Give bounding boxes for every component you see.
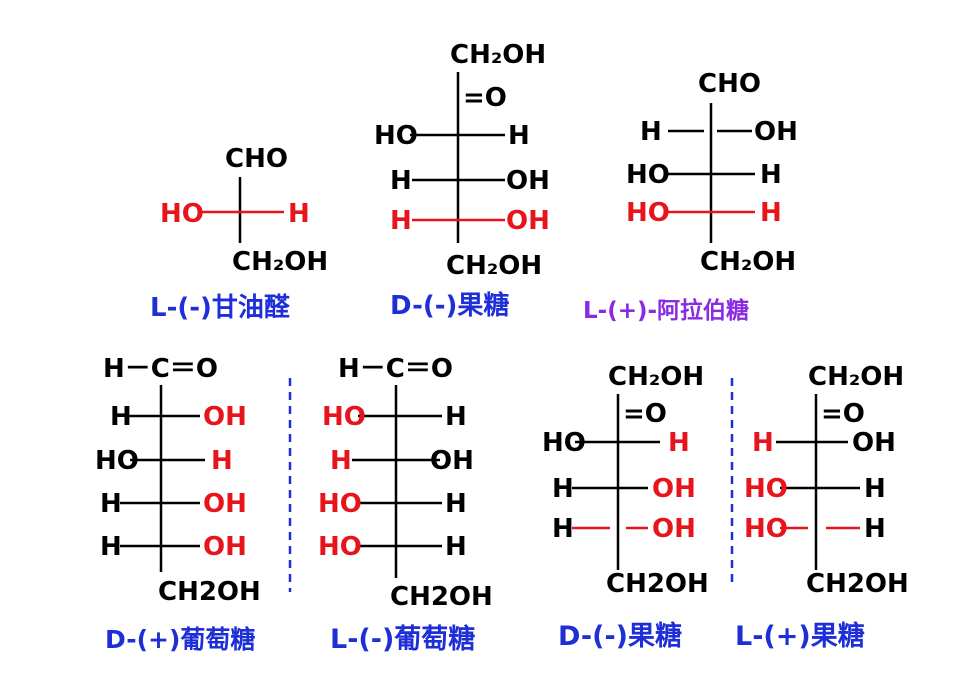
fructose-top-group: CH₂OH (450, 40, 546, 70)
d-glucose-row3-right: OH (203, 489, 247, 519)
l-fructose-keto: =O (821, 399, 865, 429)
d-glucose-row4-left: H (100, 532, 122, 562)
fructose-top-caption: D-(-)果糖 (390, 290, 509, 321)
arabinose-row2-right: H (760, 160, 782, 190)
l-fructose-row2-right: H (864, 474, 886, 504)
l-glucose-row2-left: H (330, 446, 352, 476)
d-fructose-caption: D-(-)果糖 (558, 620, 682, 652)
l-glucose-caption: L-(-)葡萄糖 (330, 623, 475, 655)
glyceraldehyde-structure: CHO HO H CH₂OH L-(-)甘油醛 (150, 144, 328, 323)
arabinose-caption: L-(+)-阿拉伯糖 (583, 297, 749, 324)
l-glucose-structure: H－C＝O HO H H OH HO H HO H CH2OH L-(-)葡萄糖 (318, 354, 493, 655)
d-glucose-row1-right: OH (203, 402, 247, 432)
d-fructose-row2-right: OH (652, 474, 696, 504)
d-fructose-row3-left: H (552, 514, 574, 544)
glyceraldehyde-row-left: HO (160, 199, 204, 229)
d-fructose-top-group: CH₂OH (608, 362, 704, 392)
l-glucose-top-group: H－C＝O (338, 354, 453, 384)
glyceraldehyde-bottom-group: CH₂OH (232, 247, 328, 277)
glyceraldehyde-row-right: H (288, 199, 310, 229)
l-glucose-row1-right: H (445, 402, 467, 432)
d-fructose-row1-left: HO (542, 428, 586, 458)
d-fructose-row1-right: H (668, 428, 690, 458)
arabinose-row1-right: OH (754, 117, 798, 147)
d-fructose-keto: =O (623, 399, 667, 429)
arabinose-row3-right: H (760, 198, 782, 228)
l-fructose-caption: L-(+)果糖 (735, 620, 865, 652)
d-glucose-top-group: H－C＝O (103, 354, 218, 384)
d-glucose-row4-right: OH (203, 532, 247, 562)
d-glucose-row2-right: H (211, 446, 233, 476)
d-fructose-row2-left: H (552, 474, 574, 504)
l-glucose-row1-left: HO (322, 402, 366, 432)
d-glucose-row3-left: H (100, 489, 122, 519)
fructose-keto: =O (463, 83, 507, 113)
fructose-row1-right: H (508, 121, 530, 151)
d-glucose-caption: D-(+)葡萄糖 (105, 625, 255, 654)
fructose-top-structure: CH₂OH =O HO H H OH H OH CH₂OH D-(-)果糖 (374, 40, 550, 321)
d-glucose-row2-left: HO (95, 446, 139, 476)
glyceraldehyde-top-group: CHO (225, 144, 288, 174)
glyceraldehyde-caption: L-(-)甘油醛 (150, 293, 291, 323)
fructose-row3-left: H (390, 206, 412, 236)
l-fructose-row1-right: OH (852, 428, 896, 458)
d-fructose-structure: CH₂OH =O HO H H OH H OH CH2OH D-(-)果糖 (542, 362, 709, 652)
arabinose-top-group: CHO (698, 69, 761, 99)
l-glucose-row4-right: H (445, 532, 467, 562)
l-fructose-bottom-group: CH2OH (806, 569, 909, 599)
l-glucose-bottom-group: CH2OH (390, 582, 493, 612)
l-fructose-top-group: CH₂OH (808, 362, 904, 392)
l-glucose-row4-left: HO (318, 532, 362, 562)
d-glucose-structure: H－C＝O H OH HO H H OH H OH CH2OH D-(+)葡萄糖 (95, 354, 261, 654)
arabinose-row3-left: HO (626, 198, 670, 228)
arabinose-structure: CHO H OH HO H HO H CH₂OH L-(+)-阿拉伯糖 (583, 69, 798, 324)
l-glucose-row3-left: HO (318, 489, 362, 519)
d-glucose-row1-left: H (110, 402, 132, 432)
fructose-row1-left: HO (374, 121, 418, 151)
fructose-bottom-group: CH₂OH (446, 251, 542, 281)
arabinose-row2-left: HO (626, 160, 670, 190)
d-glucose-bottom-group: CH2OH (158, 577, 261, 607)
l-fructose-row3-right: H (864, 514, 886, 544)
arabinose-bottom-group: CH₂OH (700, 247, 796, 277)
d-fructose-row3-right: OH (652, 514, 696, 544)
l-fructose-row3-left: HO (744, 514, 788, 544)
fructose-row3-right: OH (506, 206, 550, 236)
l-fructose-row1-left: H (752, 428, 774, 458)
l-fructose-row2-left: HO (744, 474, 788, 504)
l-glucose-row2-right: OH (430, 446, 474, 476)
fructose-row2-right: OH (506, 166, 550, 196)
arabinose-row1-left: H (640, 117, 662, 147)
d-fructose-bottom-group: CH2OH (606, 569, 709, 599)
l-fructose-structure: CH₂OH =O H OH HO H HO H CH2OH L-(+)果糖 (735, 362, 909, 652)
fructose-row2-left: H (390, 166, 412, 196)
l-glucose-row3-right: H (445, 489, 467, 519)
